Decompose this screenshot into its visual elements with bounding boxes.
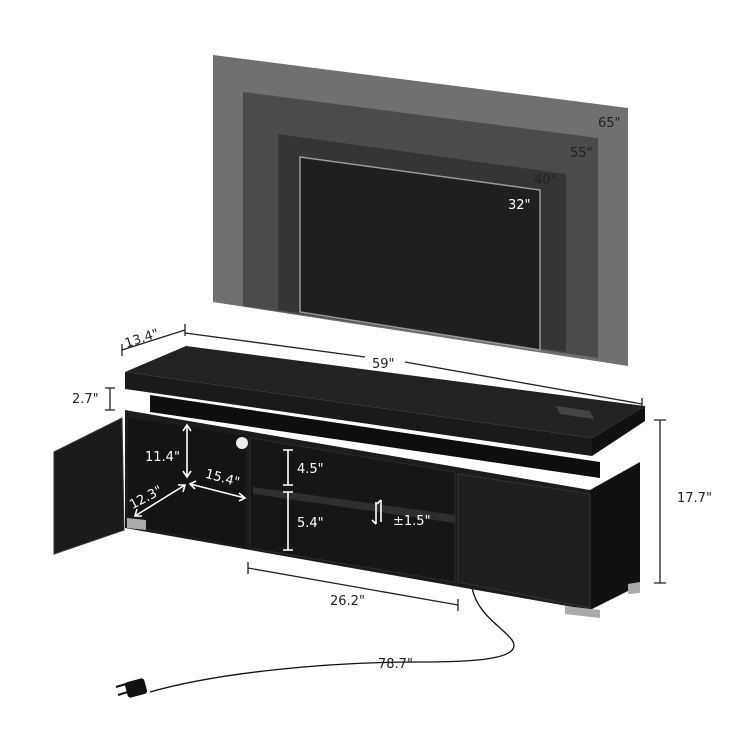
lower-shelf-label: 5.4": [297, 516, 324, 531]
middle-compartment: [249, 437, 456, 583]
top-thickness-dimension-line: [105, 387, 115, 411]
top-slab-side: [592, 406, 645, 456]
right-door: [457, 473, 591, 609]
tv-size-40-label: 40": [534, 173, 557, 188]
leg: [565, 606, 600, 618]
leg: [628, 582, 640, 594]
power-outlet: [556, 406, 594, 419]
width-label: 59": [372, 357, 395, 372]
left-compartment: [128, 418, 246, 547]
tv-size-32-label: 32": [508, 198, 531, 213]
left-door-open: [53, 417, 125, 555]
height-label: 17.7": [677, 491, 712, 506]
cabinet-height-label: 11.4": [145, 450, 180, 465]
height-dimension-line: [654, 419, 666, 584]
upper-shelf-label: 4.5": [297, 462, 324, 477]
power-cord: [149, 587, 515, 693]
tv-frame-32: [299, 156, 541, 351]
depth-dimension-line: [121, 324, 186, 356]
cabinet-right-side: [590, 462, 640, 610]
cord-length-label: 78.7": [378, 657, 413, 672]
width-dimension-line: [184, 332, 643, 410]
plug-icon: [115, 678, 148, 698]
shelf-adjust-label: ±1.5": [393, 514, 431, 529]
top-riser: [150, 395, 600, 478]
leg: [127, 518, 146, 530]
top-thickness-label: 2.7": [72, 392, 99, 407]
upper-shelf-arrow: [283, 449, 293, 486]
shelf-adjust-arrows-icon: [371, 499, 382, 525]
depth-label: 13.4": [123, 326, 161, 351]
open-width-dimension-line: [247, 562, 459, 611]
cabinet-depth-arrow: [133, 484, 187, 517]
top-slab-surface: [125, 346, 645, 438]
open-width-label: 26.2": [330, 594, 365, 609]
cabinet-height-arrow: [182, 423, 192, 479]
adjustable-shelf: [253, 487, 455, 523]
lower-shelf-arrow: [283, 491, 293, 551]
top-slab-front: [125, 372, 592, 456]
tv-size-65-label: 65": [598, 116, 621, 131]
cabinet-width-arrow: [188, 480, 247, 502]
tv-size-55-label: 55": [570, 146, 593, 161]
cable-hole: [236, 437, 248, 449]
